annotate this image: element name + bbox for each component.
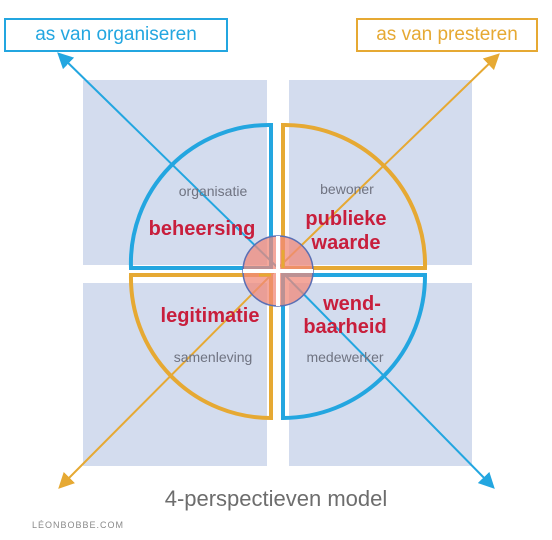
- perspective-label-bewoner: bewoner: [320, 181, 374, 197]
- value-label-wend: wend-: [322, 293, 381, 315]
- panel-bottom-left: [83, 283, 267, 466]
- credit-watermark: LÉONBOBBE.COM: [32, 520, 125, 530]
- quadrant-arc-top-left: [128, 122, 273, 270]
- value-label-legitimatie: legitimatie: [161, 305, 260, 327]
- perspective-label-organisatie: organisatie: [179, 183, 248, 199]
- value-label-waarde: waarde: [311, 232, 381, 254]
- perspective-label-medewerker: medewerker: [306, 349, 383, 365]
- quadrant-arc-bottom-right: [281, 273, 428, 421]
- value-label-baarheid: baarheid: [303, 316, 386, 338]
- panel-top-left: [83, 80, 267, 265]
- axis-presteren-arrow: [277, 53, 500, 269]
- perspective-label-samenleving: samenleving: [174, 349, 253, 365]
- axis-label-presteren: as van presteren: [356, 18, 538, 52]
- value-label-beheersing: beheersing: [149, 218, 256, 240]
- axis-organiseren-arrow: [57, 52, 279, 269]
- value-label-publieke: publieke: [305, 208, 386, 230]
- quadrant-arc-top-right: [281, 122, 428, 270]
- axis-label-organiseren: as van organiseren: [4, 18, 228, 52]
- diagram-title: 4-perspectieven model: [164, 486, 388, 511]
- quadrant-arc-bottom-left: [128, 273, 273, 421]
